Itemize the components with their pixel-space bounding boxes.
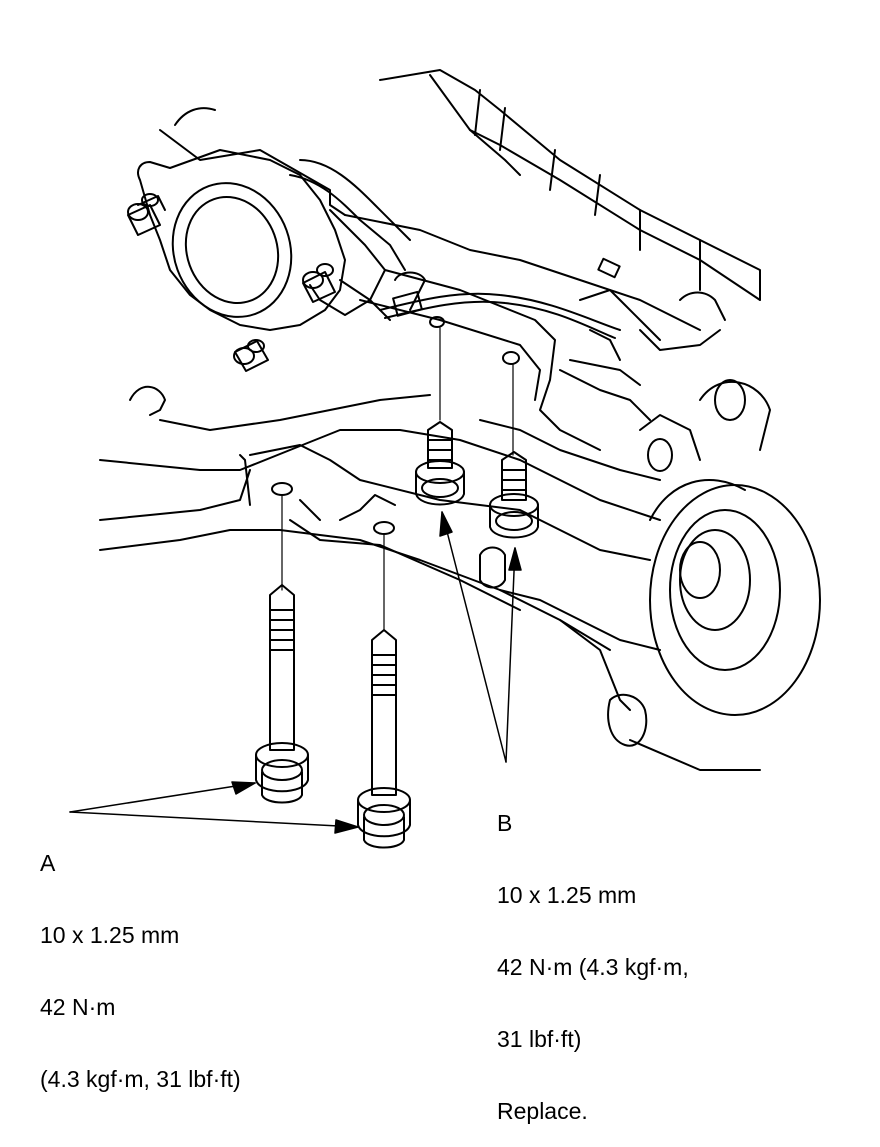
bolt-b-left: [416, 422, 464, 505]
flange-stud-3: [234, 340, 268, 371]
callout-b-size: 10 x 1.25 mm: [497, 882, 637, 908]
callout-b-note: Replace.: [497, 1098, 588, 1124]
callout-a-torque-1: 42 N·m: [40, 994, 116, 1020]
bolt-b-right: [490, 452, 538, 538]
leader-arrows: [70, 512, 521, 833]
pulley-assembly: [640, 380, 820, 715]
callout-b-torque-2: 31 lbf·ft): [497, 1026, 582, 1052]
callout-b-letter: B: [497, 810, 513, 836]
callout-b-torque-1: 42 N·m (4.3 kgf·m,: [497, 954, 689, 980]
callout-a-letter: A: [40, 850, 56, 876]
guide-lines: [282, 328, 513, 630]
sensor-wire: [380, 292, 620, 338]
flange-stud-1: [128, 194, 165, 235]
engine-block: [160, 70, 760, 350]
exhaust-flange: [138, 150, 410, 334]
mount-bracket-diagram: [0, 0, 880, 966]
flange-stud-2: [303, 264, 335, 302]
callout-b: B 10 x 1.25 mm 42 N·m (4.3 kgf·m, 31 lbf…: [497, 763, 689, 1147]
callout-a: A 10 x 1.25 mm 42 N·m (4.3 kgf·m, 31 lbf…: [40, 803, 241, 1115]
callout-a-torque-2: (4.3 kgf·m, 31 lbf·ft): [40, 1066, 241, 1092]
bolt-a-left: [256, 585, 308, 803]
callout-a-size: 10 x 1.25 mm: [40, 922, 180, 948]
bolt-a-right: [358, 630, 410, 848]
upper-bracket: [310, 210, 650, 450]
subframe: [100, 387, 760, 770]
